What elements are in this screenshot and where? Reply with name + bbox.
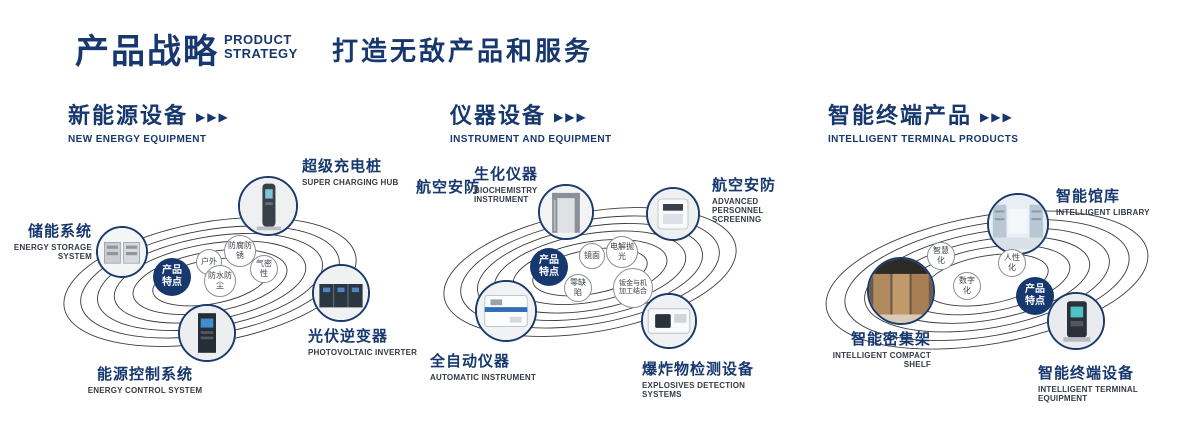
automatic-instrument-photo	[475, 280, 537, 342]
personnel-screening-photo	[646, 187, 700, 241]
photovoltaic-inverter-photo	[312, 264, 370, 322]
product-label-aviation-security-right: 航空安防 ADVANCED PERSONNEL SCREENING	[712, 177, 777, 224]
product-features-badge: 产品特点	[153, 258, 191, 296]
feature-bubble: 零缺陷	[564, 274, 592, 302]
triple-arrow-icon: ▶▶▶	[554, 110, 588, 124]
intelligent-compact-shelf-photo	[867, 257, 935, 325]
product-label-aviation-security-left: 航空安防	[416, 179, 481, 196]
page-title-en: PRODUCT STRATEGY	[224, 32, 298, 62]
product-label-intelligent-library: 智能馆库 INTELLIGENT LIBRARY	[1056, 188, 1150, 217]
energy-control-system-photo	[178, 304, 236, 362]
product-label-intelligent-terminal-equipment: 智能终端设备 INTELLIGENT TERMINAL EQUIPMENT	[1038, 365, 1138, 403]
section-header-new-energy: 新能源设备 ▶▶▶ NEW ENERGY EQUIPMENT	[68, 98, 230, 145]
page-title: 产品战略	[75, 33, 219, 71]
feature-bubble: 防腐防锈	[224, 235, 256, 267]
intelligent-terminal-photo	[1047, 292, 1105, 350]
page-title-en-line1: PRODUCT	[224, 32, 292, 47]
product-label-explosives-detection: 爆炸物检测设备 EXPLOSIVES DETECTION SYSTEMS	[642, 361, 755, 399]
feature-bubble: 钣金与机加工结合	[613, 268, 653, 308]
feature-bubble: 镜面	[579, 243, 605, 269]
intelligent-library-photo	[987, 193, 1049, 255]
section-subtitle: INSTRUMENT AND EQUIPMENT	[450, 134, 612, 145]
product-label-photovoltaic-inverter: 光伏逆变器 PHOTOVOLTAIC INVERTER	[308, 328, 418, 357]
section-subtitle: INTELLIGENT TERMINAL PRODUCTS	[828, 134, 1019, 145]
energy-storage-photo	[96, 226, 148, 278]
super-charging-hub-photo	[238, 176, 298, 236]
product-label-super-charging-hub: 超级充电桩 SUPER CHARGING HUB	[302, 158, 399, 187]
explosives-detection-photo	[641, 293, 697, 349]
product-label-intelligent-compact-shelf: 智能密集架 INTELLIGENT COMPACT SHELF	[832, 331, 931, 369]
product-label-energy-storage: 储能系统 ENERGY STORAGE SYSTEM	[13, 223, 92, 261]
section-title: 仪器设备	[450, 103, 547, 128]
feature-bubble: 电解抛光	[606, 236, 638, 268]
product-features-badge: 产品特点	[1016, 277, 1054, 315]
product-label-energy-control-system: 能源控制系统 ENERGY CONTROL SYSTEM	[87, 366, 203, 395]
feature-bubble: 防水防尘	[204, 265, 236, 297]
product-label-biochemistry-instrument: 生化仪器 BIOCHEMISTRY INSTRUMENT	[474, 166, 539, 204]
triple-arrow-icon: ▶▶▶	[980, 110, 1014, 124]
slogan: 打造无敌产品和服务	[332, 36, 594, 66]
section-subtitle: NEW ENERGY EQUIPMENT	[68, 134, 207, 145]
feature-bubble: 人性化	[998, 249, 1026, 277]
feature-bubble: 气密性	[250, 255, 278, 283]
security-gate-photo	[538, 184, 594, 240]
section-header-intelligent-terminal: 智能终端产品 ▶▶▶ INTELLIGENT TERMINAL PRODUCTS	[828, 98, 1018, 145]
section-title: 新能源设备	[68, 103, 189, 128]
product-features-badge: 产品特点	[530, 248, 568, 286]
page-title-en-line2: STRATEGY	[224, 46, 298, 62]
feature-bubble: 数字化	[953, 272, 981, 300]
triple-arrow-icon: ▶▶▶	[196, 110, 230, 124]
product-label-automatic-instrument: 全自动仪器 AUTOMATIC INSTRUMENT	[430, 353, 536, 382]
section-header-instrument: 仪器设备 ▶▶▶ INSTRUMENT AND EQUIPMENT	[450, 98, 611, 145]
feature-bubble: 智慧化	[927, 242, 955, 270]
section-title: 智能终端产品	[828, 103, 973, 128]
